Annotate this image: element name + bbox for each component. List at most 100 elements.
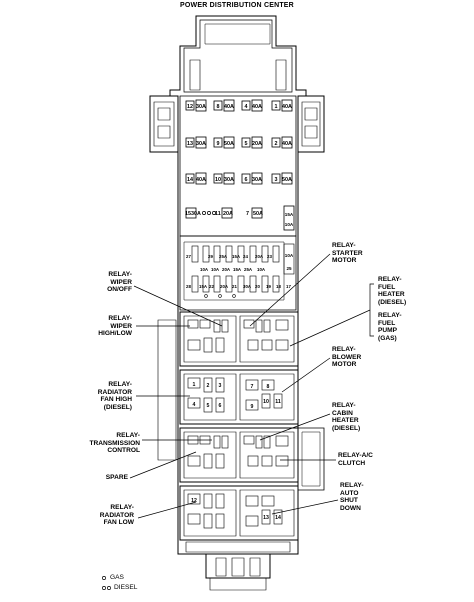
svg-text:15A: 15A: [233, 267, 242, 272]
svg-text:29: 29: [208, 254, 213, 259]
svg-text:1: 1: [275, 104, 278, 110]
svg-text:50A: 50A: [224, 141, 234, 147]
bottom-connector: [205, 553, 271, 579]
svg-text:18: 18: [276, 284, 281, 289]
svg-text:5: 5: [207, 403, 210, 409]
svg-text:13: 13: [263, 515, 269, 521]
relay-block-2: [179, 369, 299, 425]
svg-text:15A: 15A: [199, 284, 208, 289]
svg-text:28: 28: [186, 284, 191, 289]
svg-text:50A: 50A: [282, 177, 292, 183]
svg-text:40A: 40A: [196, 177, 206, 183]
svg-text:11: 11: [275, 399, 281, 405]
svg-text:10A: 10A: [200, 267, 209, 272]
svg-text:6: 6: [219, 403, 222, 409]
fuse-row-3: [185, 172, 293, 185]
svg-text:40A: 40A: [282, 104, 292, 110]
svg-text:6: 6: [245, 177, 248, 183]
leader-lines: [129, 253, 374, 519]
svg-text:27: 27: [186, 254, 191, 259]
svg-text:10: 10: [263, 399, 269, 405]
svg-text:40A: 40A: [252, 104, 262, 110]
svg-text:9: 9: [251, 404, 254, 410]
svg-text:4: 4: [245, 104, 248, 110]
svg-text:3: 3: [219, 383, 222, 389]
relay-internals: [187, 319, 289, 529]
svg-text:20A: 20A: [252, 141, 262, 147]
svg-text:8: 8: [217, 104, 220, 110]
svg-text:25: 25: [286, 266, 292, 271]
svg-text:40A: 40A: [224, 104, 234, 110]
svg-text:21: 21: [232, 284, 237, 289]
label-spare: SPARE: [105, 474, 128, 481]
svg-text:22: 22: [209, 284, 214, 289]
svg-text:19: 19: [266, 284, 271, 289]
fuse-row-1: [185, 99, 293, 112]
legend-diesel: DIESEL: [114, 584, 138, 591]
svg-text:5: 5: [245, 141, 248, 147]
svg-text:7: 7: [251, 384, 254, 390]
svg-text:10A: 10A: [257, 267, 266, 272]
svg-text:50A: 50A: [253, 211, 263, 217]
svg-text:24: 24: [243, 254, 248, 259]
svg-text:40A: 40A: [282, 141, 292, 147]
svg-text:30A: 30A: [196, 104, 206, 110]
svg-text:13: 13: [187, 141, 193, 147]
legend-gas: GAS: [110, 574, 124, 581]
svg-text:4: 4: [193, 402, 196, 408]
svg-text:14: 14: [275, 515, 281, 521]
svg-text:30A: 30A: [224, 177, 234, 183]
svg-text:10: 10: [215, 177, 221, 183]
relay-block-1: [179, 311, 299, 367]
svg-text:10A: 10A: [285, 253, 294, 258]
svg-text:30A: 30A: [191, 211, 201, 217]
svg-text:2: 2: [275, 141, 278, 147]
svg-text:25A: 25A: [219, 254, 228, 259]
svg-text:12: 12: [191, 498, 197, 504]
diagram-title: POWER DISTRIBUTION CENTER: [180, 2, 294, 9]
right-bracket: [297, 95, 325, 153]
fuse-row-2: [185, 136, 293, 149]
svg-text:25A: 25A: [244, 267, 253, 272]
left-bracket: [149, 95, 179, 153]
housing-outline: [169, 15, 307, 555]
legend-symbols: [102, 576, 111, 590]
relay-block-4: [179, 485, 299, 541]
svg-text:15A: 15A: [232, 254, 241, 259]
svg-text:8: 8: [267, 384, 270, 390]
svg-text:20A: 20A: [222, 267, 231, 272]
svg-text:30A: 30A: [243, 284, 252, 289]
svg-text:30A: 30A: [252, 177, 262, 183]
svg-text:17: 17: [286, 284, 291, 289]
svg-text:1: 1: [193, 382, 196, 388]
svg-text:11: 11: [215, 211, 221, 217]
svg-text:15: 15: [185, 211, 191, 217]
svg-text:20A: 20A: [223, 211, 233, 217]
svg-text:9: 9: [217, 141, 220, 147]
svg-text:14: 14: [187, 177, 193, 183]
svg-text:15A: 15A: [285, 212, 294, 217]
svg-text:20A: 20A: [255, 254, 264, 259]
svg-text:3: 3: [275, 177, 278, 183]
svg-text:2: 2: [207, 383, 210, 389]
svg-text:20A: 20A: [220, 284, 229, 289]
svg-text:23: 23: [267, 254, 272, 259]
svg-text:10A: 10A: [211, 267, 220, 272]
fuse-row-4: [185, 205, 295, 231]
svg-text:20: 20: [255, 284, 260, 289]
mini-fuse-grid: [191, 245, 280, 293]
svg-text:30A: 30A: [196, 141, 206, 147]
